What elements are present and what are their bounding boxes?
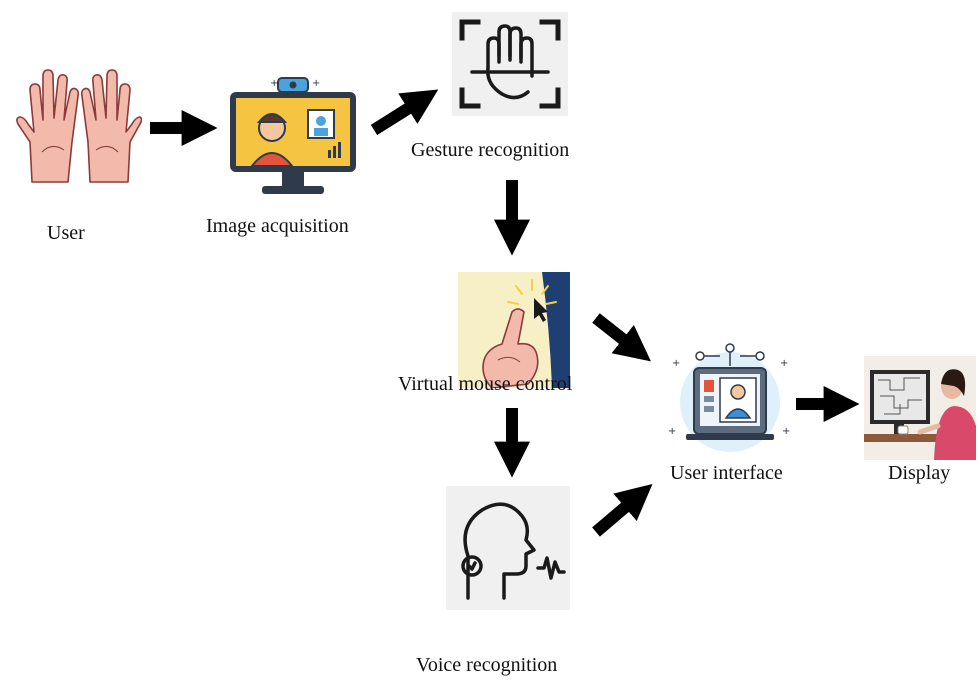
label-display: Display [888, 462, 951, 484]
hand-scan-icon [452, 12, 568, 116]
finger-click-icon [458, 272, 570, 388]
webcam-monitor-icon: + + [230, 77, 356, 194]
label-voice-recognition: Voice recognition [416, 654, 558, 676]
label-user-interface: User interface [670, 462, 783, 484]
node-user [12, 62, 142, 184]
svg-text:+: + [780, 358, 788, 369]
ui-monitor-icon: + + + + [664, 336, 796, 464]
label-user: User [47, 222, 85, 244]
arrow-mouse-to-ui [592, 313, 651, 362]
node-image-acquisition: + + [226, 70, 360, 200]
svg-text:+: + [672, 358, 680, 369]
node-voice-recognition [446, 486, 570, 610]
label-gesture-recognition: Gesture recognition [411, 139, 570, 161]
node-gesture-recognition [452, 12, 568, 116]
label-image-acquisition: Image acquisition [206, 215, 349, 237]
speaking-head-icon [446, 486, 570, 610]
svg-text:+: + [270, 78, 278, 89]
arrow-acquisition-to-gesture [370, 89, 439, 136]
node-user-interface: + + + + [664, 336, 796, 464]
hands-icon [16, 69, 142, 183]
svg-text:+: + [782, 426, 790, 437]
node-virtual-mouse-control [458, 272, 570, 388]
label-virtual-mouse-control: Virtual mouse control [398, 373, 573, 395]
person-at-computer-icon [864, 356, 976, 460]
svg-text:+: + [668, 426, 676, 437]
svg-text:+: + [312, 78, 320, 89]
node-display [864, 356, 976, 460]
arrow-voice-to-ui [592, 484, 653, 537]
